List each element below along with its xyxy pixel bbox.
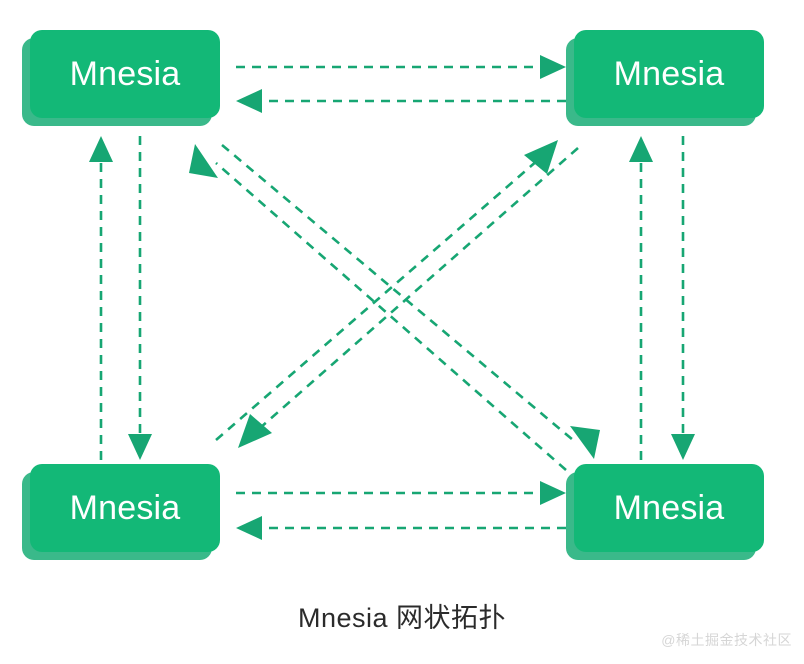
edge-tl-to-bl: [128, 136, 152, 460]
edge-tr-to-bl: [238, 147, 579, 448]
node-face: Mnesia: [30, 464, 220, 552]
edge-bl-to-tr: [215, 140, 558, 441]
node-label: Mnesia: [69, 489, 181, 527]
node-mnesia-top-right[interactable]: Mnesia: [566, 30, 764, 126]
edge-bl-to-br: [236, 481, 566, 505]
edge-br-to-tl: [189, 144, 567, 471]
node-label: Mnesia: [613, 489, 725, 527]
edge-bl-to-tl: [89, 136, 113, 460]
node-label: Mnesia: [69, 55, 181, 93]
node-face: Mnesia: [574, 30, 764, 118]
edge-br-to-bl: [236, 516, 566, 540]
edge-tr-to-tl: [236, 89, 566, 113]
node-face: Mnesia: [574, 464, 764, 552]
diagram-caption: Mnesia 网状拓扑: [297, 603, 507, 633]
node-mnesia-bottom-right[interactable]: Mnesia: [566, 464, 764, 560]
edge-br-to-tr: [629, 136, 653, 460]
watermark: @稀土掘金技术社区: [661, 632, 792, 648]
edge-tl-to-tr: [236, 55, 566, 79]
edge-tr-to-br: [671, 136, 695, 460]
edge-tl-to-br: [221, 144, 600, 459]
node-label: Mnesia: [613, 55, 725, 93]
node-mnesia-top-left[interactable]: Mnesia: [22, 30, 220, 126]
node-mnesia-bottom-left[interactable]: Mnesia: [22, 464, 220, 560]
node-face: Mnesia: [30, 30, 220, 118]
